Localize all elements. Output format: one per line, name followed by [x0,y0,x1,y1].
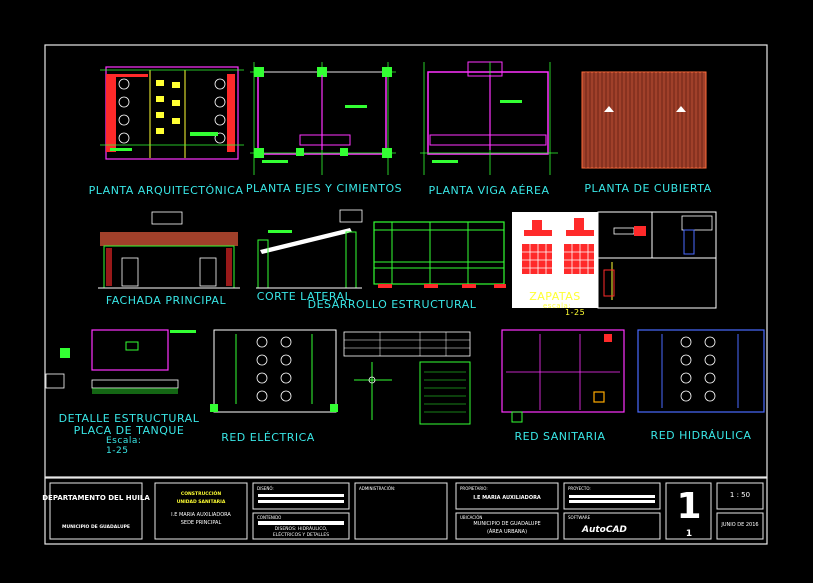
red-hidraulica-drawing [637,329,765,413]
electrical-tables-drawing [343,331,471,425]
label-red-electrica: RED ELÉCTRICA [221,431,315,444]
label-planta-viga: PLANTA VIGA AÉREA [428,184,550,197]
tb-project-label: PROYECTO: [568,486,591,491]
label-zapatas-escala: escala: [543,302,572,310]
tb-cell-project [154,482,248,540]
tb-cell-admin [354,482,448,540]
tb-cell-department [49,482,143,540]
tb-project-line-3: I.E MARIA AUXILIADORA [171,512,231,518]
tb-content-label: CONTENIDO [257,515,282,520]
tb-owner: I.E MARIA AUXILIADORA [473,495,541,501]
tb-content-line-1: DISEÑOS: HIDRÁULICO, [274,527,328,532]
tb-owner-label: PROPIETARIO: [460,486,488,491]
detalle-tanque-drawing [45,329,196,394]
tb-cell-owner [455,482,559,510]
tb-cell-scale [716,482,764,510]
planta-viga-drawing [420,61,558,175]
tb-sheet-number: 1 [676,486,702,527]
label-zapatas-escala-value: 1-25 [565,308,586,317]
planta-arquitectonica-drawing [100,66,244,160]
label-planta-cubierta: PLANTA DE CUBIERTA [584,182,712,195]
planta-ejes-drawing [250,62,396,175]
tb-cell-projecto [563,482,661,510]
label-red-hidraulica: RED HIDRÁULICA [650,429,752,442]
tb-design-label: DISEÑÓ: [257,486,274,491]
tb-cell-design [252,482,350,510]
tb-scale: 1 : 50 [729,491,751,499]
tb-content-line-2: ELÉCTRICOS Y DETALLES [272,533,330,538]
title-block-frame [44,477,768,545]
tb-cell-software [563,512,661,540]
tb-location-label: UBICACIÓN [460,515,483,520]
tb-sheet-total: 1 [685,529,693,539]
tb-cell-sheet [665,482,712,540]
label-corte-lateral: CORTE LATERAL [256,290,352,303]
label-placa-tanque: PLACA DE TANQUE [73,424,185,437]
tb-municipality-short: MUNICIPIO DE GUADALUPE [62,525,130,530]
red-electrica-drawing [210,329,338,413]
tb-project-line-1: CONSTRUCCIÓN [180,492,222,497]
label-detalle-escala: Escala: [106,436,142,446]
corte-lateral-drawing [256,209,363,289]
tb-date: JUNIO DE 2016 [721,522,759,528]
label-desarrollo-estructural: DESARROLLO ESTRUCTURAL [307,298,477,311]
tb-cell-date [716,512,764,540]
zapatas-drawing [512,211,717,309]
tb-location-line-2: (ÁREA URBANA) [486,529,528,535]
fachada-drawing [98,211,240,289]
label-detalle-estructural: DETALLE ESTRUCTURAL [58,412,200,425]
tb-project-line-4: SEDE PRINCIPAL [180,520,222,526]
tb-location-line-1: MUNICIPIO DE GUADALUPE [473,521,541,527]
red-sanitaria-drawing [501,329,625,423]
tb-department-name: DEPARTAMENTO DEL HUILA [42,494,150,502]
tb-software-logo: AutoCAD [582,525,627,535]
tb-project-line-2: UNIDAD SANITARIA [176,500,226,505]
sheet-frame [44,44,768,478]
label-planta-arquitectonica: PLANTA ARQUITECTÓNICA [88,184,244,197]
desarrollo-estructural-drawing [373,221,506,288]
tb-software-label: SOFTWARE [568,515,591,520]
tb-cell-content [252,512,350,540]
label-fachada-principal: FACHADA PRINCIPAL [105,294,227,307]
label-detalle-escala-value: 1-25 [106,446,129,456]
label-zapatas: ZAPATAS [529,290,581,303]
tb-cell-location [455,512,559,540]
label-planta-ejes: PLANTA EJES Y CIMIENTOS [245,182,403,195]
planta-cubierta-drawing [581,71,707,169]
label-red-sanitaria: RED SANITARIA [514,430,606,443]
tb-admin-label: ADMINISTRACIÓN: [359,486,396,491]
